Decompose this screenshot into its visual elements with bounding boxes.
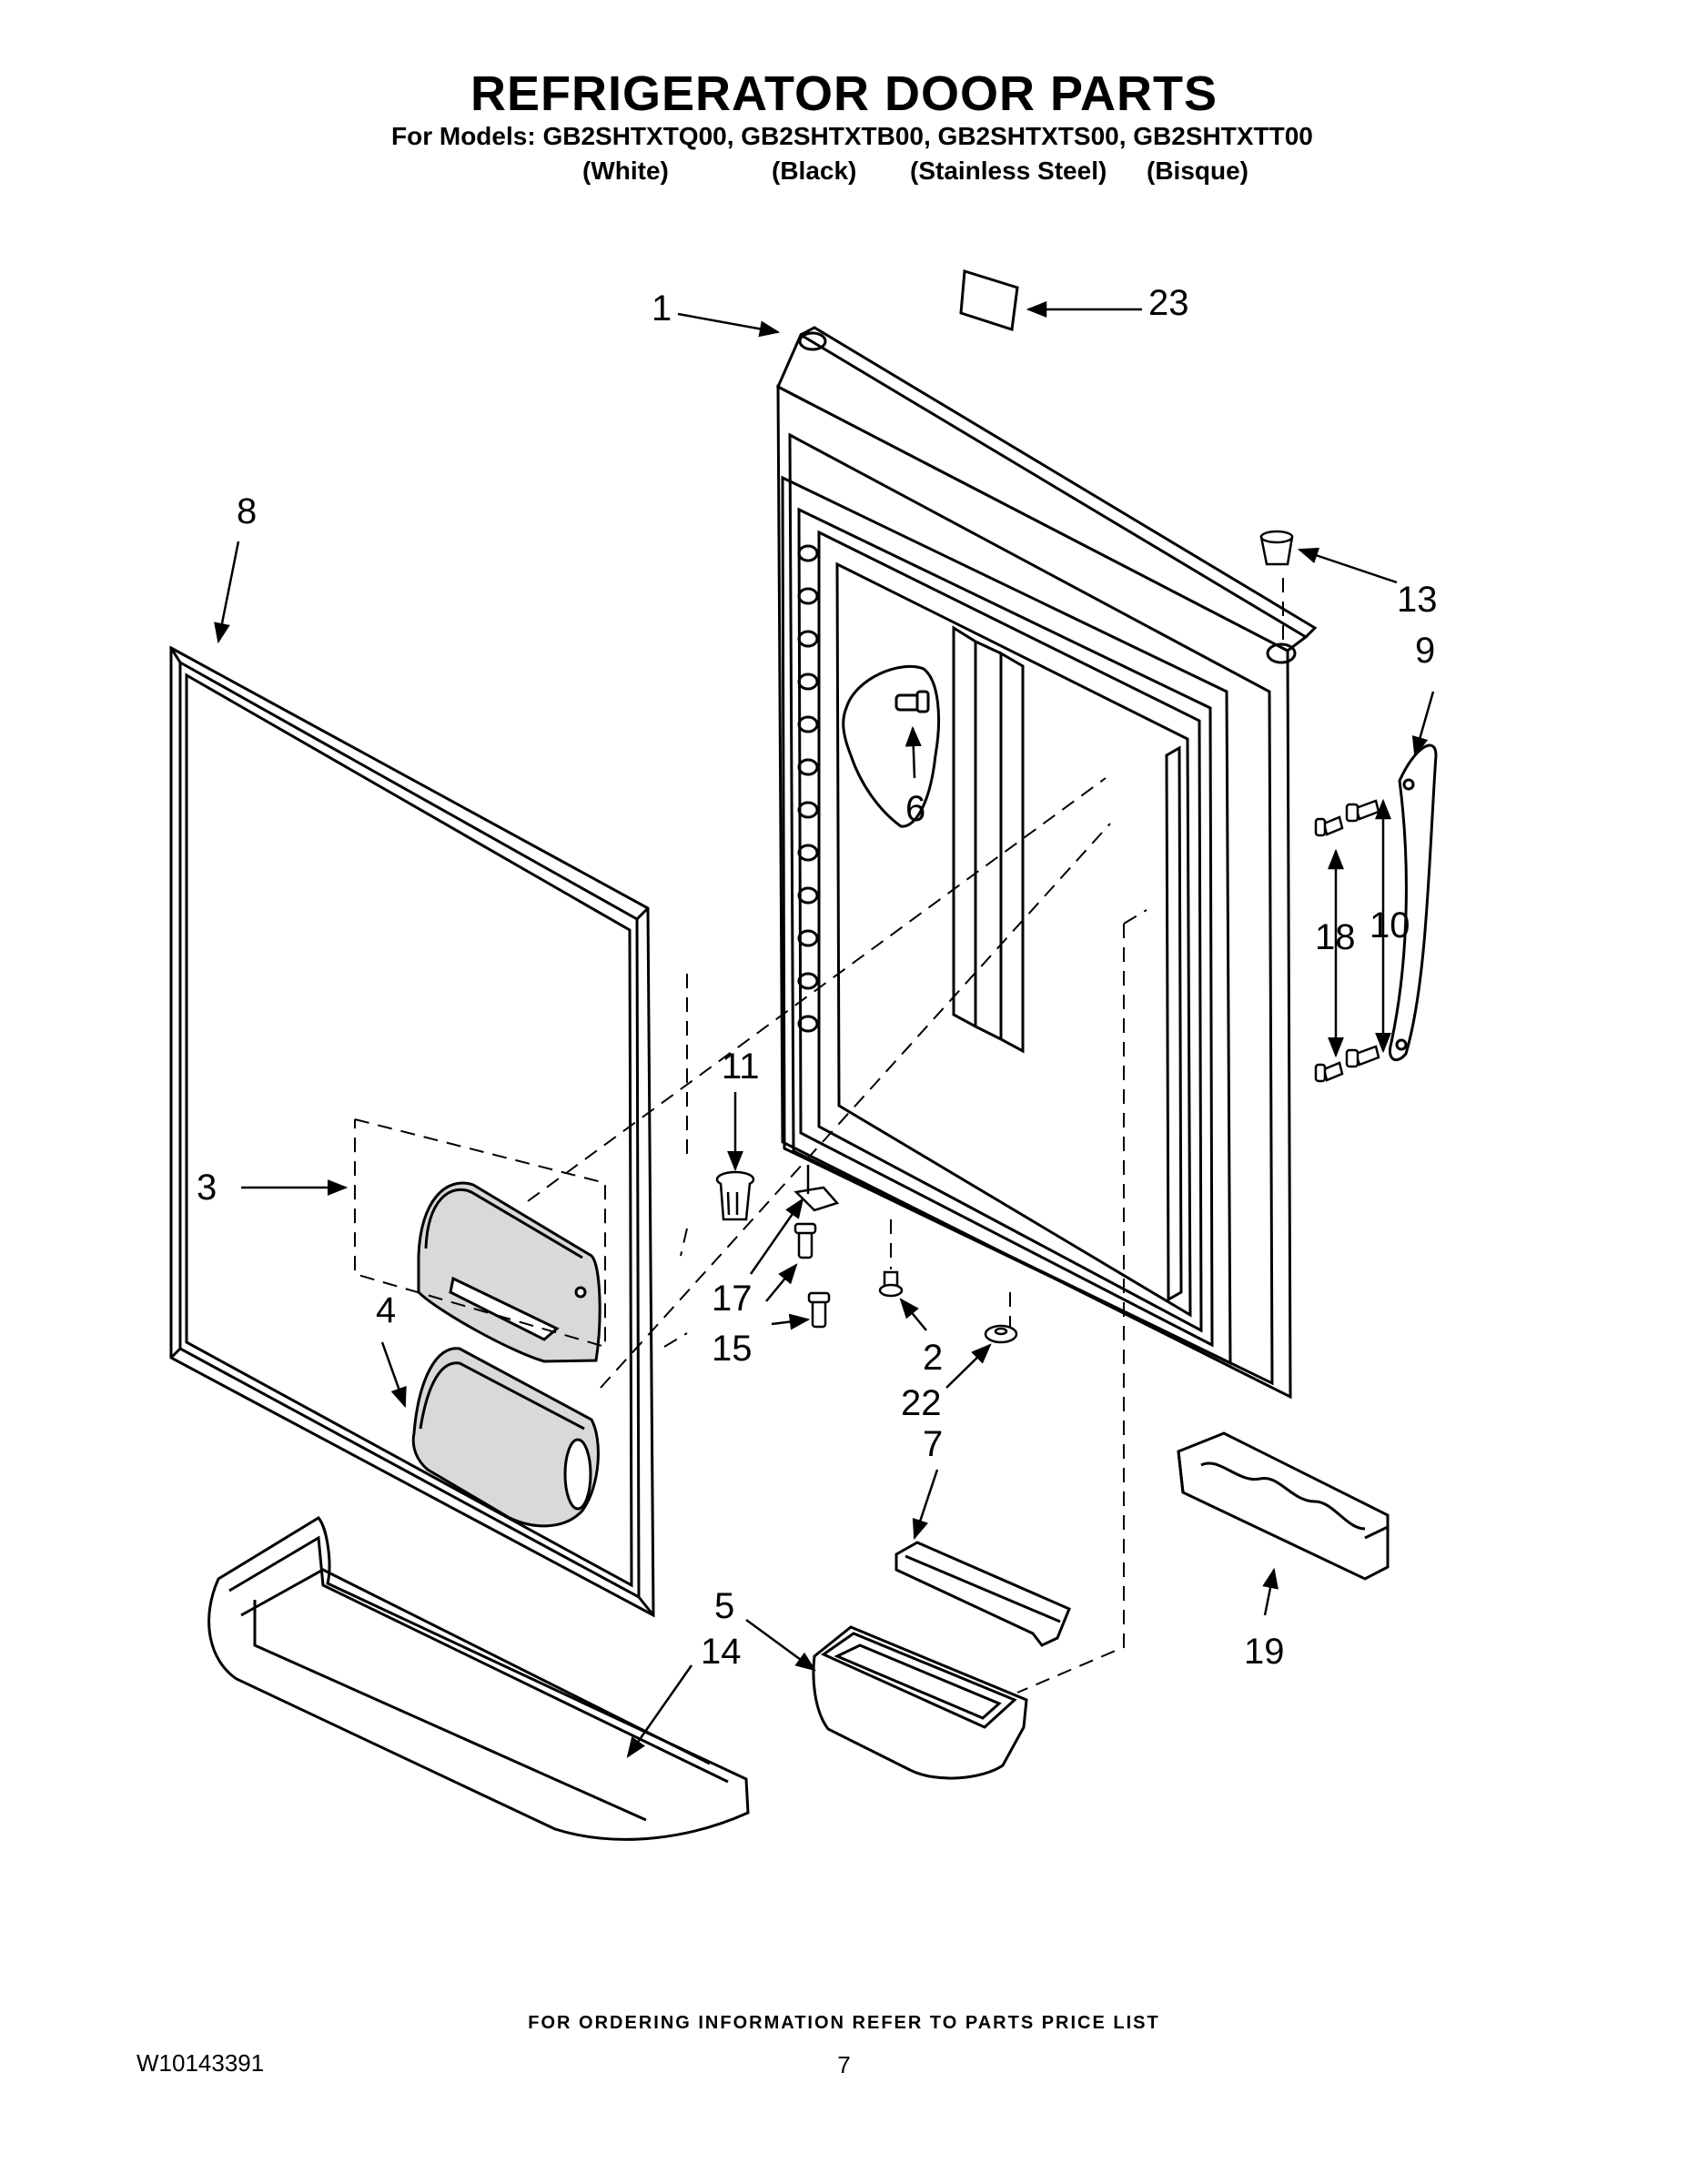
callout-8: 8 xyxy=(237,491,257,531)
callout-10: 10 xyxy=(1370,905,1410,945)
page-number: 7 xyxy=(837,2051,851,2078)
variant-black: (Black) xyxy=(772,157,857,185)
variant-stainless-steel: (Stainless Steel) xyxy=(910,157,1107,185)
part-2-screw xyxy=(878,1270,904,1298)
part-15-screws xyxy=(793,1222,831,1329)
callout-9: 9 xyxy=(1415,631,1435,671)
part-6-mounting-plate xyxy=(842,664,940,828)
callout-17: 17 xyxy=(712,1279,753,1319)
callout-1: 1 xyxy=(652,288,672,329)
part-1-door-assembly xyxy=(776,326,1318,1400)
part-14-door-bin xyxy=(207,1516,750,1841)
part-4-drip-tray xyxy=(411,1347,600,1528)
models-line: For Models: GB2SHTXTQ00, GB2SHTXTB00, GB… xyxy=(391,122,1313,150)
part-17-hinge-bracket xyxy=(793,1165,840,1212)
page-title: REFRIGERATOR DOOR PARTS xyxy=(470,66,1218,121)
callout-14: 14 xyxy=(701,1632,742,1672)
callout-22: 22 xyxy=(901,1383,942,1423)
callout-7: 7 xyxy=(923,1424,943,1464)
part-19-egg-tray xyxy=(1177,1431,1390,1581)
callout-5: 5 xyxy=(714,1586,734,1626)
callout-numbers: 1 23 8 13 9 6 18 10 11 3 4 17 15 2 22 7 … xyxy=(197,283,1438,1672)
part-13-plug xyxy=(1259,530,1294,566)
callout-4: 4 xyxy=(376,1290,396,1330)
callout-15: 15 xyxy=(712,1329,753,1369)
ordering-note: FOR ORDERING INFORMATION REFER TO PARTS … xyxy=(528,2013,1160,2033)
leader-arrows xyxy=(214,301,1435,1758)
callout-3: 3 xyxy=(197,1168,217,1208)
callout-11: 11 xyxy=(722,1046,760,1087)
callout-2: 2 xyxy=(923,1338,943,1378)
variant-white: (White) xyxy=(582,157,669,185)
document-number: W10143391 xyxy=(136,2049,265,2077)
part-23-label xyxy=(959,269,1019,331)
callout-13: 13 xyxy=(1397,580,1438,620)
part-8-door-panel xyxy=(169,645,655,1618)
dashed-alignment-lines xyxy=(354,578,1284,1694)
callout-6: 6 xyxy=(905,789,925,829)
part-22-washer xyxy=(984,1324,1018,1344)
part-10-18-handle-screws xyxy=(1314,799,1380,1083)
variant-bisque: (Bisque) xyxy=(1147,157,1248,185)
part-9-handle xyxy=(1388,743,1438,1062)
callout-18: 18 xyxy=(1315,917,1356,957)
part-11-bushing xyxy=(715,1170,755,1221)
callout-23: 23 xyxy=(1148,283,1189,323)
callout-19: 19 xyxy=(1244,1632,1285,1672)
part-5-small-bin xyxy=(812,1625,1028,1780)
part-7-shelf-cover xyxy=(895,1541,1071,1647)
